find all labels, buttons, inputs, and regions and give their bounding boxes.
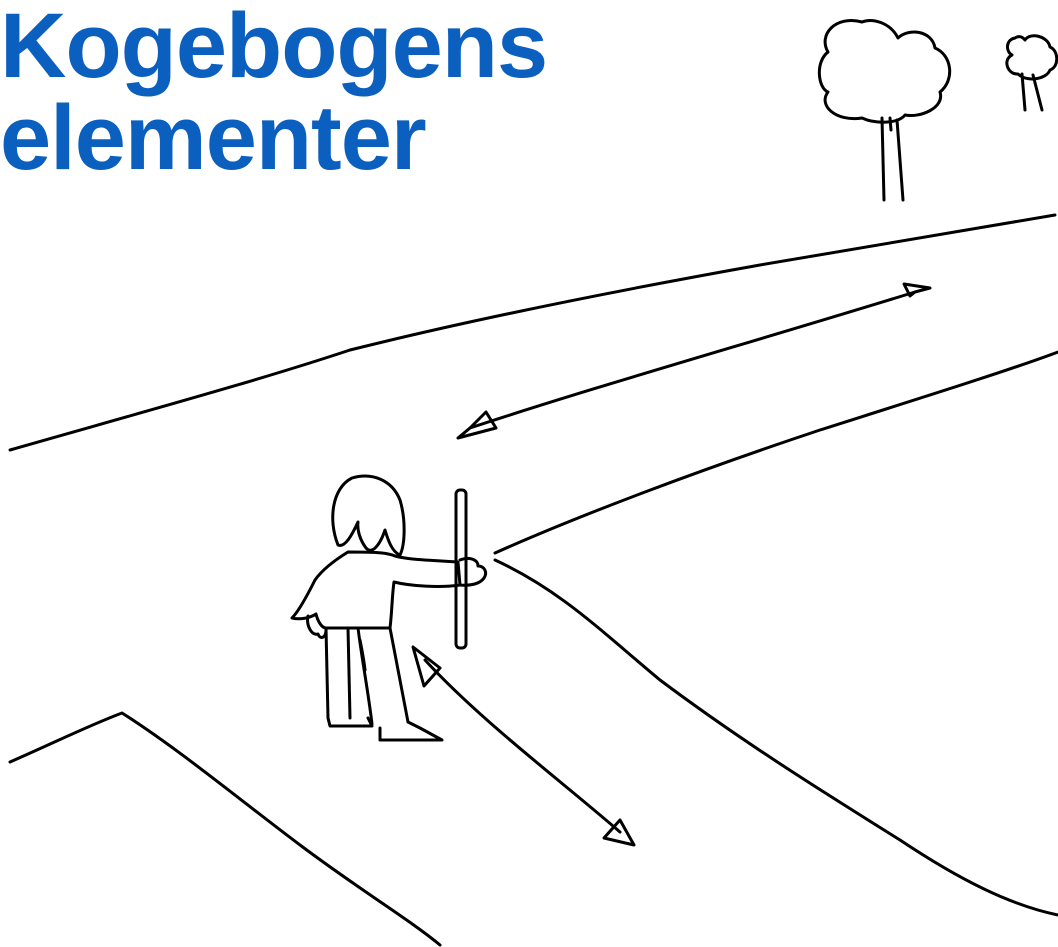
arrow-icon bbox=[458, 284, 930, 438]
road-edge-lower-right bbox=[495, 560, 1058, 915]
road-edge-upper bbox=[10, 215, 1055, 450]
tree-icon bbox=[819, 21, 949, 200]
arrow-icon bbox=[413, 647, 634, 845]
road-edge-lower-left bbox=[10, 713, 440, 945]
tree-icon bbox=[1007, 36, 1057, 110]
road-edge-right bbox=[495, 352, 1058, 553]
